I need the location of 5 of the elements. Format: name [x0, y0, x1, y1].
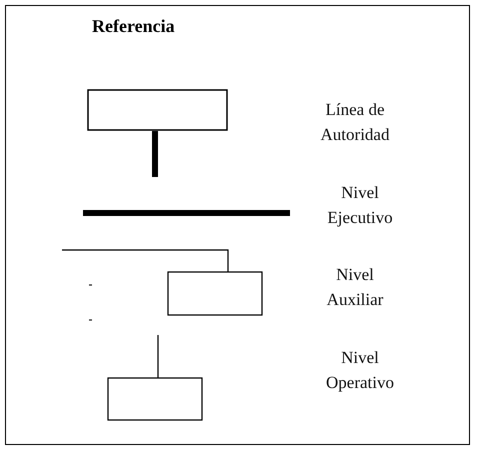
legend-label: Nivel Ejecutivo: [326, 182, 394, 229]
legend-label: Línea de Autoridad: [320, 99, 390, 146]
legend-label: Nivel Operativo: [325, 347, 395, 394]
legend-label: Nivel Auxiliar: [326, 264, 384, 311]
heading: Referencia: [92, 16, 175, 37]
